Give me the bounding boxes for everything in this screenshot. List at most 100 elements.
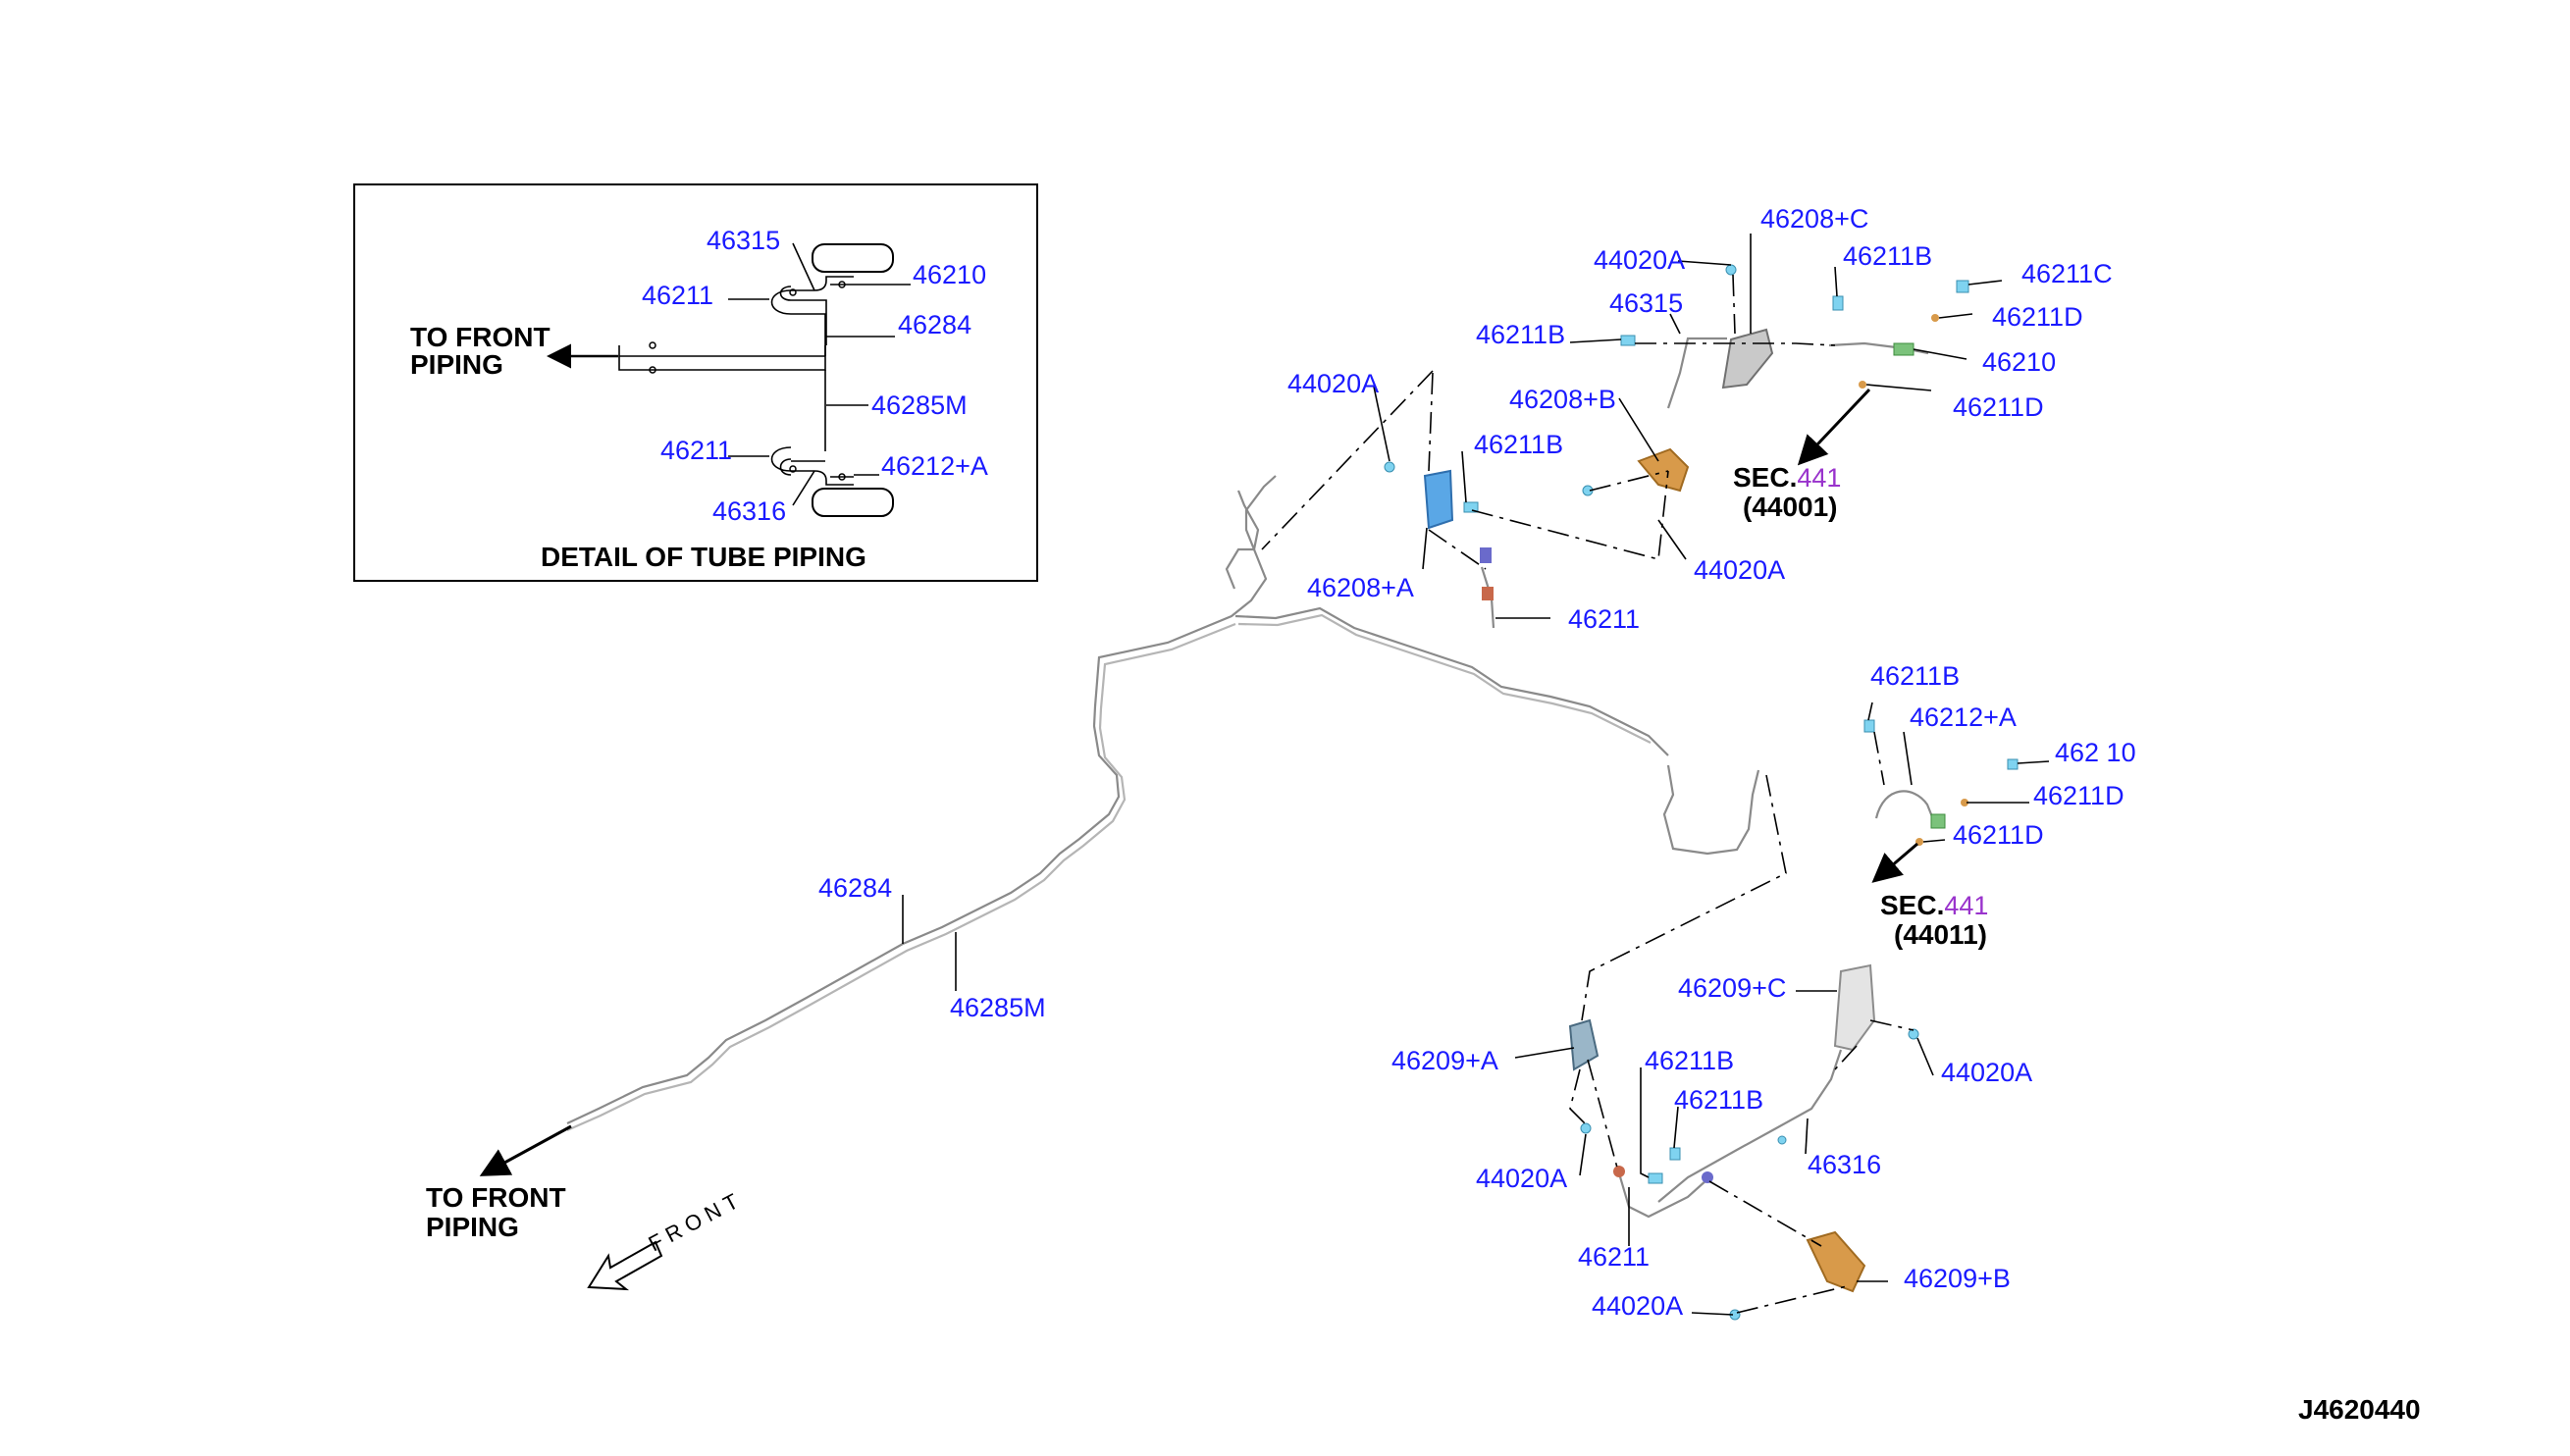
clip-46211B-2 <box>1620 335 1636 346</box>
detail-label-46211-top: 46211 <box>642 281 713 310</box>
leader-46211B-5 <box>1640 1067 1650 1178</box>
leader-46316 <box>1805 1118 1809 1155</box>
arrow-sec-44011 <box>1871 842 1918 883</box>
detail-to-front-line1: TO FRONT <box>410 322 551 352</box>
detail-tube-lower <box>791 370 826 462</box>
label-44020A-5: 44020A <box>1476 1164 1567 1193</box>
label-46211-2: 46211 <box>1578 1242 1650 1272</box>
sec-reference-44011: SEC.441 (44011) <box>1880 890 1988 950</box>
label-46208C: 46208+C <box>1760 204 1868 234</box>
clip-46211B-6 <box>1669 1147 1681 1161</box>
leader-46210-2 <box>2017 760 2050 764</box>
detail-fitting-4 <box>838 473 846 481</box>
label-46211D-2: 46211D <box>1953 392 2044 422</box>
fitting-46211-upper <box>1482 587 1494 600</box>
bracket-46209C <box>1833 963 1876 1052</box>
dash-upper-3 <box>1261 370 1434 550</box>
detail-caliper-top <box>812 243 894 273</box>
sec-top-code: (44001) <box>1743 492 1838 522</box>
bracket-46209B <box>1806 1230 1866 1293</box>
leader-46211B-4 <box>1867 702 1873 721</box>
hose-46210 <box>1828 341 1929 355</box>
bracket-46208B <box>1637 447 1690 493</box>
clip-lower-1 <box>1777 1135 1787 1145</box>
sec-bot-code: (44011) <box>1894 919 1987 950</box>
detail-label-46284: 46284 <box>898 310 971 339</box>
clip-44020A-5 <box>1580 1122 1592 1134</box>
svg-text:SEC.441: SEC.441 <box>1880 890 1988 920</box>
svg-text:SEC.441: SEC.441 <box>1733 462 1841 493</box>
leader-44020A-1 <box>1677 260 1732 266</box>
label-46211B-5: 46211B <box>1645 1046 1734 1075</box>
leader-46211D-4 <box>1922 839 1946 843</box>
label-46209B: 46209+B <box>1904 1264 2011 1293</box>
hose-46210-fitting <box>1893 342 1914 356</box>
label-46209A: 46209+A <box>1391 1046 1498 1075</box>
diagram-id: J4620440 <box>2298 1394 2421 1425</box>
front-arrow-label: FRONT <box>645 1186 748 1257</box>
detail-tube-main <box>618 345 826 371</box>
tube-46211-lower <box>1617 1172 1708 1219</box>
label-46211B-6: 46211B <box>1674 1085 1763 1115</box>
label-46211D-3: 46211D <box>2033 781 2124 810</box>
label-44020A-2: 44020A <box>1694 555 1785 585</box>
hose-46210-lower <box>1874 790 1937 825</box>
label-46284: 46284 <box>818 873 892 903</box>
label-46211B-1: 46211B <box>1843 241 1932 271</box>
detail-caliper-bottom <box>812 488 894 517</box>
detail-to-front-line2: PIPING <box>410 349 503 380</box>
hose-46210-lower-fitting <box>1930 813 1946 829</box>
clip-46210-lower <box>2007 758 2019 770</box>
main-tube-run <box>566 475 1760 1132</box>
dash-lower-2 <box>1569 1068 1587 1125</box>
detail-label-46211-bot: 46211 <box>660 436 732 465</box>
dash-upper-6 <box>1471 470 1669 561</box>
main-to-front-line1: TO FRONT <box>426 1182 566 1213</box>
detail-label-46285M: 46285M <box>871 390 968 420</box>
dash-upper-5 <box>1428 529 1487 570</box>
detail-label-46210: 46210 <box>913 260 986 289</box>
clip-44020A-4 <box>1908 1028 1919 1040</box>
detail-of-tube-piping-box: 46315 46210 46211 46284 46285M 46211 462… <box>353 183 1038 582</box>
detail-fitting-5 <box>649 341 656 349</box>
label-46212A: 46212+A <box>1910 702 2017 732</box>
arrow-sec-44001 <box>1797 388 1871 466</box>
detail-label-46316: 46316 <box>712 496 786 526</box>
clip-46211B-5 <box>1648 1172 1663 1184</box>
sec-top-number: 441 <box>1797 463 1841 493</box>
leader-44020A-3 <box>1373 386 1390 462</box>
label-46210-2: 462 10 <box>2055 738 2136 767</box>
detail-title: DETAIL OF TUBE PIPING <box>541 542 866 572</box>
leader-46211D-1 <box>1938 313 1973 319</box>
detail-fitting-3 <box>789 465 797 473</box>
clip-46211C <box>1956 280 1969 293</box>
label-46209C: 46209+C <box>1678 973 1786 1003</box>
label-46211C: 46211C <box>2021 259 2113 288</box>
leader-46208B <box>1618 397 1659 462</box>
leader-46210 <box>1913 348 1967 360</box>
main-tube-upper-branch-2 <box>1237 613 1652 744</box>
detail-tube-upper <box>791 299 827 356</box>
main-tube-left-loop <box>1225 490 1260 590</box>
bracket-46209A <box>1568 1018 1600 1071</box>
detail-leader-46315 <box>792 242 815 291</box>
leader-46211B-2 <box>1569 338 1622 343</box>
leader-46208A <box>1422 527 1428 570</box>
fitting-46211D-2 <box>1859 381 1866 389</box>
label-46211B-2: 46211B <box>1476 320 1565 349</box>
main-to-front-arrow <box>479 1124 572 1176</box>
leader-46212A <box>1903 731 1913 786</box>
leader-44020A-5 <box>1579 1133 1587 1176</box>
dash-lower-1 <box>1581 774 1787 1021</box>
fitting-46211D-1 <box>1931 314 1939 322</box>
label-44020A-1: 44020A <box>1594 245 1685 275</box>
sec-bot-number: 441 <box>1944 891 1988 920</box>
upper-assembly <box>1261 234 2003 629</box>
sec-reference-44001: SEC.441 (44001) <box>1733 462 1841 522</box>
label-46285M: 46285M <box>950 993 1046 1022</box>
leader-46315 <box>1669 313 1681 335</box>
leader-44020A-2 <box>1657 519 1687 560</box>
main-tube-right-loop <box>1662 764 1760 856</box>
leader-46209A <box>1514 1047 1575 1059</box>
